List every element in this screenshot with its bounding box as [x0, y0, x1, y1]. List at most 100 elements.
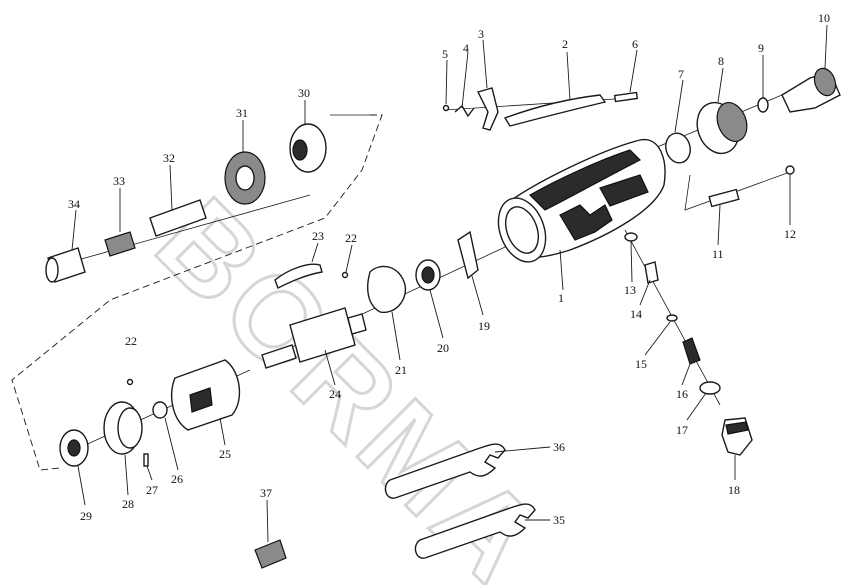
- valve-cap-thread: [725, 421, 749, 435]
- roll-pin-upper-part: [341, 271, 349, 279]
- housing-part: [497, 138, 666, 263]
- ball-part: [785, 165, 795, 175]
- bearing-housing-inner: [117, 407, 143, 449]
- callout-1: 1: [558, 291, 564, 305]
- spacer-washer-part: [152, 401, 168, 419]
- callout-28: 28: [122, 497, 134, 511]
- callout-7: 7: [678, 67, 684, 81]
- dashed-guide-line: [11, 114, 383, 471]
- spanner-lower-part: [414, 503, 536, 559]
- axis-pin: [684, 171, 791, 211]
- roll-pin-lower-part: [126, 378, 134, 386]
- callout-16: 16: [676, 387, 688, 401]
- callout-27: 27: [146, 483, 158, 497]
- callout-17: 17: [676, 423, 688, 437]
- lock-nut-bore: [235, 165, 255, 191]
- rotor-part: [261, 307, 367, 369]
- axis-upper: [59, 194, 311, 266]
- callout-32: 32: [163, 151, 175, 165]
- callout-33: 33: [113, 174, 125, 188]
- small-pin-part: [442, 104, 450, 112]
- vane-part: [274, 263, 323, 289]
- rear-nut-knurl: [716, 102, 748, 142]
- callout-25: 25: [219, 447, 231, 461]
- callout-26: 26: [171, 472, 183, 486]
- valve-o-ring-part: [666, 314, 678, 322]
- callout-23: 23: [312, 229, 324, 243]
- leader-lines: [71, 24, 828, 543]
- callout-labels: 1 2 3 4 5 6 7 8 9 10 11 12 13 14 15 16 1…: [68, 11, 830, 527]
- callout-11: 11: [712, 247, 724, 261]
- dashed-guide: [11, 114, 383, 471]
- spindle-part: [149, 199, 207, 237]
- lever-pin-part: [613, 91, 639, 103]
- rotor-spindle: [347, 313, 367, 335]
- housing-grip-side: [599, 174, 649, 207]
- housing-front-bore: [504, 206, 540, 254]
- rear-plate-part: [457, 230, 479, 280]
- callout-4: 4: [463, 41, 469, 55]
- callout-10: 10: [818, 11, 830, 25]
- rear-bearing-inner: [421, 266, 435, 284]
- callout-34: 34: [68, 197, 80, 211]
- lock-nut-part: [224, 151, 266, 205]
- callout-3: 3: [478, 27, 484, 41]
- upper-bearing-inner: [292, 139, 308, 161]
- callout-35: 35: [553, 513, 565, 527]
- front-bearing-inner: [67, 439, 81, 457]
- housing-grip-mark: [559, 204, 613, 241]
- lever-part: [503, 94, 607, 127]
- callout-5: 5: [442, 47, 448, 61]
- callout-6: 6: [632, 37, 638, 51]
- callout-24: 24: [329, 387, 341, 401]
- cylinder-port: [189, 387, 213, 413]
- rear-nut-part: [696, 101, 748, 155]
- callout-8: 8: [718, 54, 724, 68]
- front-bearing-part: [59, 429, 89, 467]
- air-inlet-part: [781, 67, 841, 113]
- housing-grip-top: [529, 149, 642, 211]
- upper-bearing-part: [289, 123, 327, 173]
- callout-19: 19: [478, 319, 490, 333]
- bearing-housing-part: [103, 401, 143, 455]
- set-pin-part: [143, 453, 149, 467]
- rotor-shaft: [261, 344, 297, 369]
- callout-20: 20: [437, 341, 449, 355]
- lever-lock-part: [476, 87, 499, 131]
- callout-22-lower: 22: [125, 334, 137, 348]
- callout-2: 2: [562, 37, 568, 51]
- callout-22-upper: 22: [345, 231, 357, 245]
- callout-12: 12: [784, 227, 796, 241]
- callout-29: 29: [80, 509, 92, 523]
- callout-36: 36: [553, 440, 565, 454]
- callout-31: 31: [236, 106, 248, 120]
- collet-part: [104, 231, 136, 257]
- callout-30: 30: [298, 86, 310, 100]
- callout-14: 14: [630, 307, 642, 321]
- valve-spring-part: [682, 337, 701, 365]
- valve-seal-part: [624, 232, 638, 242]
- air-inlet-hex: [813, 67, 837, 97]
- callout-15: 15: [635, 357, 647, 371]
- dowel-pin-part: [708, 188, 740, 208]
- rotor-body: [289, 307, 356, 363]
- end-plate-part: [367, 265, 407, 314]
- callout-37: 37: [260, 486, 272, 500]
- collet-nut-part: [45, 247, 86, 283]
- spring-part: [454, 104, 475, 118]
- spare-collet-part: [254, 539, 287, 569]
- valve-stem-part: [644, 261, 659, 284]
- o-ring-part: [665, 132, 691, 164]
- valve-cap-part: [721, 417, 753, 456]
- washer-part: [757, 97, 769, 113]
- callout-9: 9: [758, 41, 764, 55]
- callout-13: 13: [624, 283, 636, 297]
- callout-21: 21: [395, 363, 407, 377]
- rear-bearing-part: [415, 259, 441, 291]
- collet-nut-face: [45, 257, 59, 283]
- spanner-upper-part: [384, 443, 506, 499]
- cylinder-part: [171, 359, 241, 431]
- gasket-part: [699, 381, 721, 395]
